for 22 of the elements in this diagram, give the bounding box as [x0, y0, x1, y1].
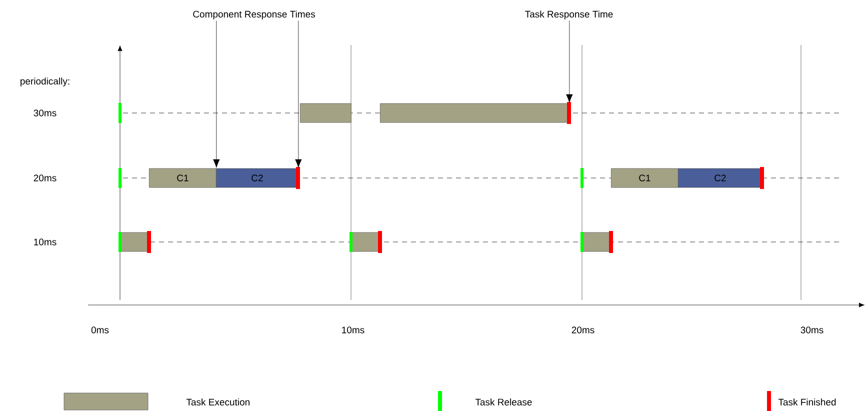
arrow: [295, 20, 302, 168]
component-bar: C1: [149, 168, 216, 188]
legend-label: Task Finished: [778, 398, 836, 406]
tick-label: 10ms: [342, 326, 364, 334]
tick-label: 30ms: [800, 326, 824, 334]
component-bar: C1: [611, 168, 678, 188]
arrow: [213, 20, 220, 168]
tick-label: 20ms: [572, 326, 594, 334]
tick-label: 0ms: [91, 326, 109, 334]
annotation-text: Component Response Times: [193, 10, 315, 20]
task-bar: [300, 103, 352, 123]
axis-title: periodically:: [20, 78, 70, 86]
arrow: [566, 20, 573, 103]
legend-label: Task Execution: [186, 398, 250, 406]
task-bar: [380, 103, 570, 123]
row-label: 10ms: [34, 238, 56, 246]
row-label: 20ms: [34, 174, 56, 182]
component-bar: C2: [678, 168, 762, 188]
component-bar: C2: [216, 168, 298, 188]
legend-label: Task Release: [475, 398, 532, 406]
annotation-text: Task Response Time: [525, 10, 613, 20]
row-label: 30ms: [34, 110, 56, 116]
